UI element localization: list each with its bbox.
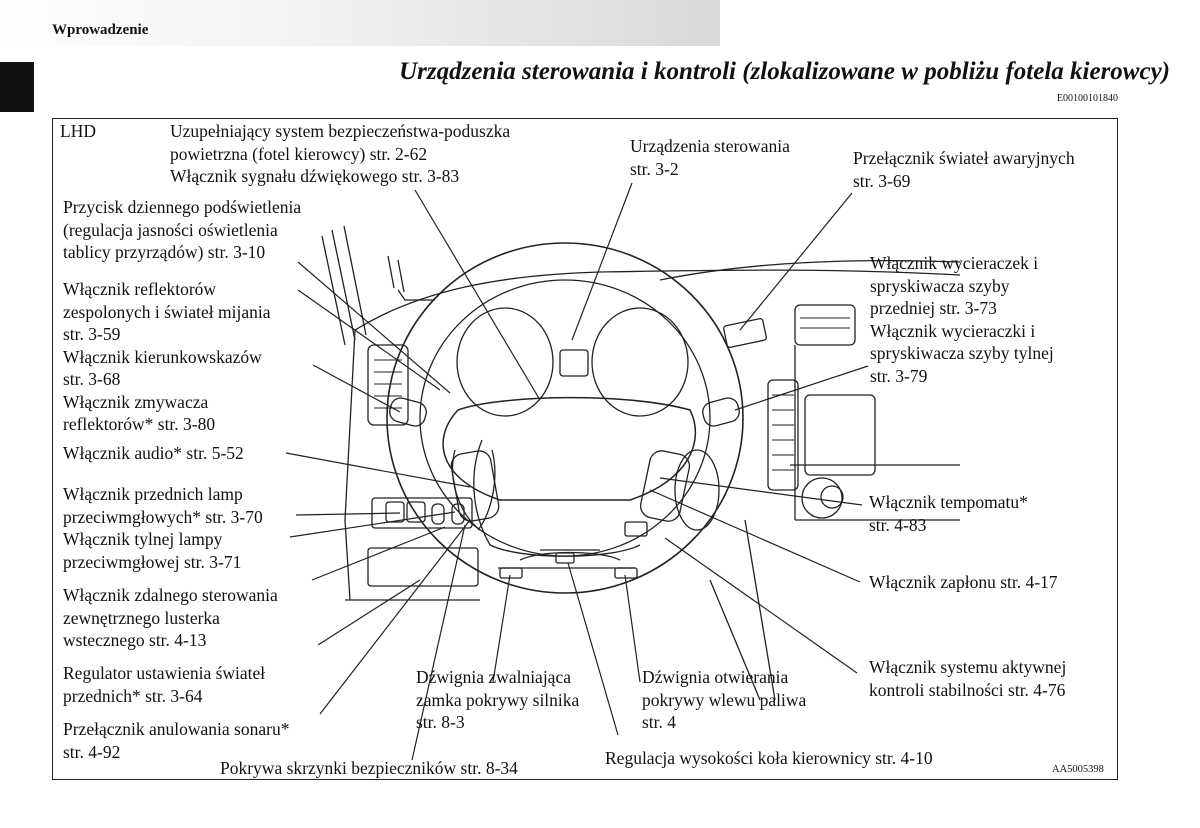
label-stability-switch: Włącznik systemu aktywnej kontroli stabi… [869,657,1067,700]
label-headlamp-switches: Włącznik reflektorów zespolonych i świat… [63,279,271,434]
label-sonar-switch: Przełącznik anulowania sonaru* str. 4-92 [63,719,290,762]
label-cruise-switch: Włącznik tempomatu* str. 4-83 [869,492,1028,535]
document-code: E00100101840 [1056,93,1118,104]
header-bar [0,0,720,46]
label-fuse-box: Pokrywa skrzynki bezpieczników str. 8-34 [220,758,518,778]
label-audio-switch: Włącznik audio* str. 5-52 [63,443,244,463]
dashboard-drawing [321,225,961,701]
figure-frame [52,118,1118,780]
label-dimmer-button: Przycisk dziennego podświetlenia (regula… [63,197,302,262]
section-label: Wprowadzenie [52,22,149,38]
section-tab-marker [0,62,34,112]
label-airbag-horn: Uzupełniający system bezpieczeństwa-podu… [170,121,511,186]
figure-code: AA5005398 [1052,764,1104,775]
label-fog-lamp-switches: Włącznik przednich lamp przeciwmgłowych*… [63,484,263,572]
label-mirror-switch: Włącznik zdalnego sterowania zewnętrzneg… [63,585,278,650]
label-wiper-switches: Włącznik wycieraczek i spryskiwacza szyb… [870,253,1054,386]
leader-lines [285,182,869,761]
label-hood-release: Dźwignia zwalniająca zamka pokrywy silni… [416,667,580,732]
label-hazard-switch: Przełącznik świateł awaryjnych str. 3-69 [853,148,1075,191]
label-fuel-lid-lever: Dźwignia otwierania pokrywy wlewu paliwa… [642,667,807,732]
label-ignition-switch: Włącznik zapłonu str. 4-17 [869,572,1058,592]
label-lhd: LHD [60,121,96,141]
label-controls: Urządzenia sterowania str. 3-2 [630,136,790,179]
page-title: Urządzenia sterowania i kontroli (zlokal… [399,58,1170,85]
label-leveling-dial: Regulator ustawienia świateł przednich* … [63,663,266,706]
label-tilt-adjust: Regulacja wysokości koła kierownicy str.… [605,748,933,768]
steering-wheel-drawing [386,242,744,594]
